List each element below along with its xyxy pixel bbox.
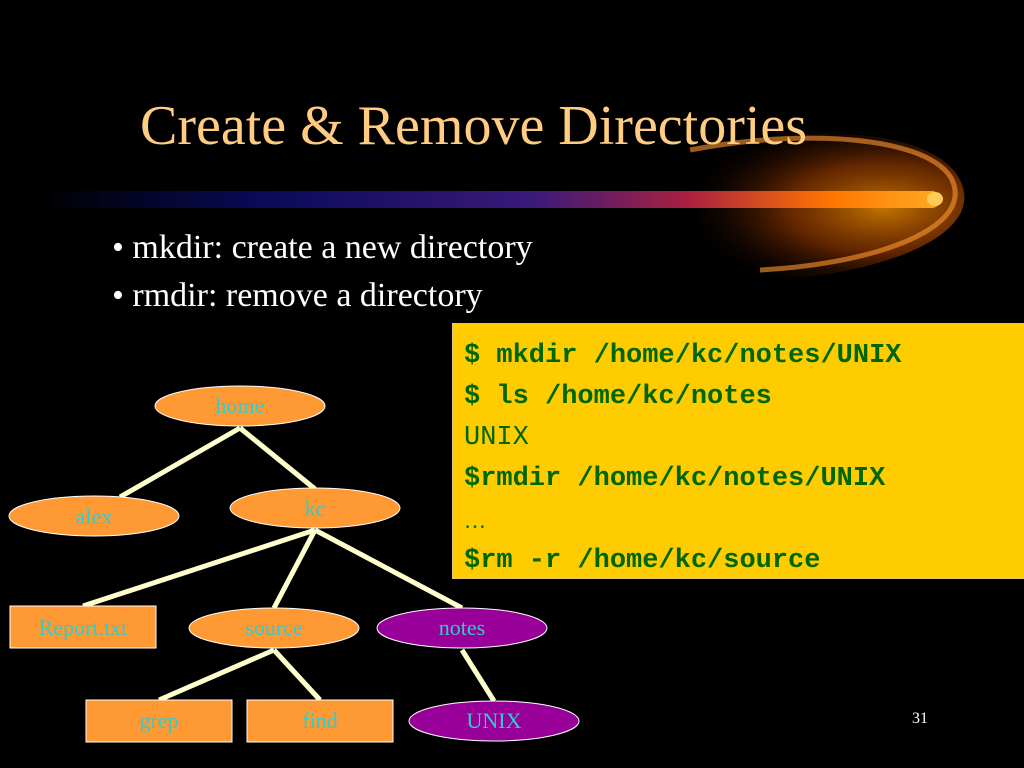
tree-node-label-find: find (302, 708, 338, 733)
tree-edge-kc-notes (313, 527, 464, 611)
tree-edge-kc-report (82, 527, 316, 609)
tree-edge-home-alex (118, 425, 242, 500)
code-line-output: UNIX (464, 423, 529, 453)
tree-edge-source-grep (158, 647, 275, 703)
page-number: 31 (912, 710, 928, 727)
bullet-marker: • (112, 277, 124, 314)
tree-node-label-home: home (215, 393, 265, 418)
tree-edge-notes-unix (459, 648, 497, 703)
tree-node-label-source: source (245, 615, 303, 640)
tree-edge-home-kc (238, 426, 317, 491)
tree-node-unix (408, 700, 580, 742)
code-line-ellipsis: … (464, 508, 486, 533)
tree-node-home (154, 385, 326, 427)
tree-node-kc (229, 487, 401, 529)
bullet-text: mkdir: create a new directory (132, 229, 533, 266)
tree-edge-source-find (272, 648, 322, 702)
command-example-box: $ mkdir /home/kc/notes/UNIX $ ls /home/k… (452, 323, 1024, 579)
tree-node-label-alex: alex (75, 504, 113, 529)
bullet-text: rmdir: remove a directory (132, 277, 483, 314)
tree-node-label-report: Report.txt (38, 615, 128, 640)
tree-node-label-notes: notes (438, 615, 486, 640)
tree-node-alex (8, 495, 180, 537)
code-line-mkdir: $ mkdir /home/kc/notes/UNIX (464, 341, 902, 371)
code-line-ls: $ ls /home/kc/notes (464, 382, 772, 412)
tree-node-label-unix: UNIX (466, 708, 522, 733)
code-line-rm: $rm -r /home/kc/source (464, 546, 821, 576)
bullet-item: • rmdir: remove a directory (112, 272, 533, 320)
tree-node-notes (376, 607, 548, 649)
tree-node-grep (85, 699, 233, 743)
tree-node-label-grep: grep (139, 708, 179, 733)
tree-node-label-kc: kc (304, 496, 326, 521)
slide-title: Create & Remove Directories (140, 95, 808, 157)
tree-node-find (246, 699, 394, 743)
bullet-marker: • (112, 229, 124, 266)
tree-edge-kc-source (271, 528, 318, 610)
code-line-rmdir: $rmdir /home/kc/notes/UNIX (464, 464, 886, 494)
bullet-list: • mkdir: create a new directory • rmdir:… (112, 224, 533, 320)
tree-node-source (188, 607, 360, 649)
tree-node-report (9, 605, 157, 649)
bullet-item: • mkdir: create a new directory (112, 224, 533, 272)
